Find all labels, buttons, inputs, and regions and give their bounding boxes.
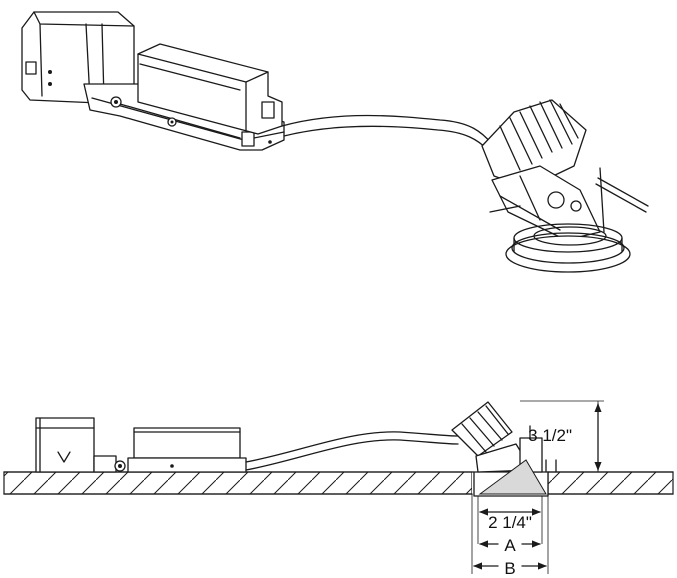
cutout-b-label: B <box>504 559 515 578</box>
isometric-view <box>21 11 649 273</box>
height-dimension-label: 3 1/2" <box>528 426 572 445</box>
driver-box <box>137 43 283 135</box>
width-dimensions: 2 1/4" A B <box>471 494 549 578</box>
trim-ring <box>505 223 631 273</box>
flex-conduit <box>281 114 493 145</box>
beam-triangle <box>478 459 547 495</box>
driver-box-side <box>127 427 247 473</box>
height-dimension: 3 1/2" <box>520 400 604 472</box>
fixture-side <box>451 401 557 497</box>
cutout-a-label: A <box>504 536 516 555</box>
aperture-dimension-label: 2 1/4" <box>488 513 532 532</box>
downlight-head <box>481 99 649 241</box>
side-elevation: 3 1/2" 2 1/4" A B <box>3 400 674 578</box>
ceiling-section <box>3 471 473 495</box>
junction-box-side <box>35 417 126 473</box>
